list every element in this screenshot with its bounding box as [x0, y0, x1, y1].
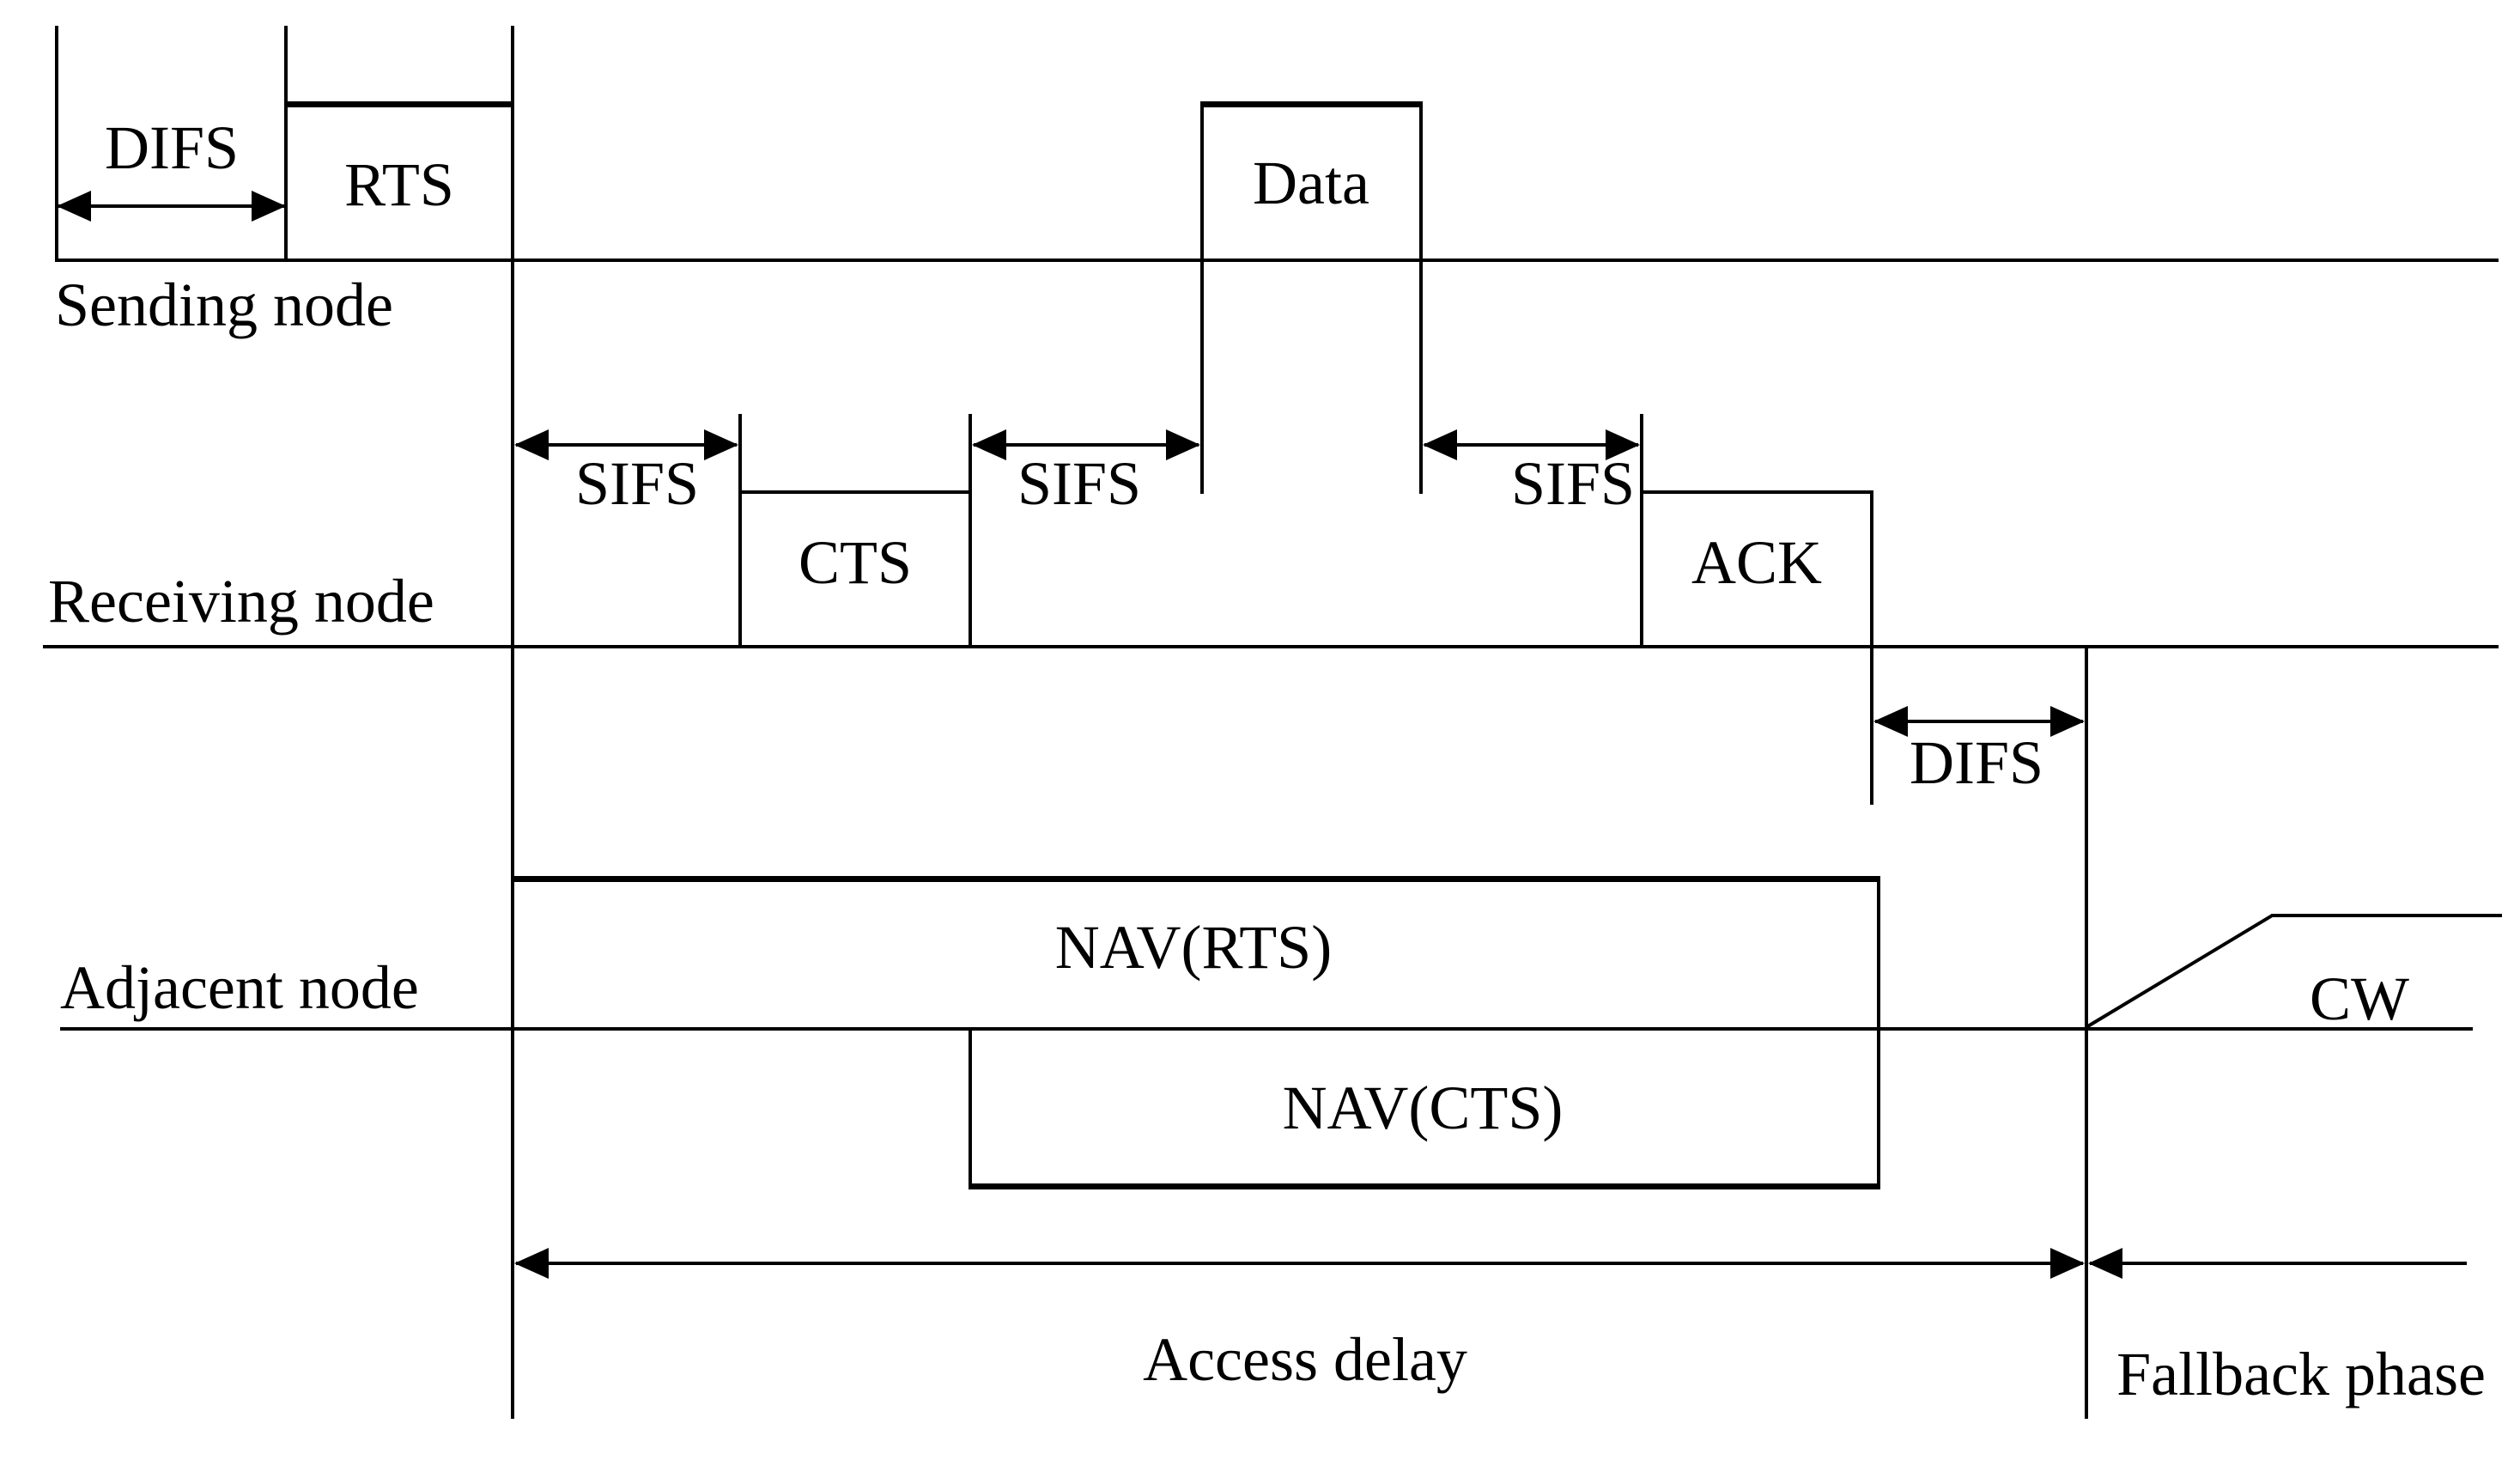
- difs-after-ack-label: DIFS: [1909, 728, 2044, 797]
- cts-left-edge: [738, 414, 742, 648]
- data-frame-label: Data: [1253, 149, 1369, 217]
- sifs-before-cts-arrow: [514, 429, 738, 460]
- arrow-right-head-icon: [704, 429, 738, 460]
- nav-rts-label: NAV(RTS): [1054, 913, 1333, 982]
- difs-start-line: [55, 26, 58, 262]
- fallback-phase-label: Fallback phase: [2116, 1340, 2486, 1408]
- contention-window-label: CW: [2310, 964, 2409, 1033]
- cts-right-edge: [969, 414, 972, 648]
- nav-cts-label: NAV(CTS): [1282, 1074, 1564, 1142]
- cw-top-line: [2271, 914, 2502, 917]
- rts-frame-label: RTS: [344, 150, 454, 219]
- ack-right-edge: [1870, 492, 1873, 805]
- arrow-left-head-icon: [972, 429, 1006, 460]
- arrow-right-head-icon: [252, 191, 286, 222]
- arrow-shaft: [1424, 443, 1638, 447]
- receiving-node-label: Receiving node: [48, 567, 434, 636]
- arrow-right-head-icon: [1166, 429, 1200, 460]
- arrow-left-head-icon: [514, 1248, 549, 1279]
- arrow-shaft: [2090, 1262, 2467, 1265]
- sifs-before-ack-label: SIFS: [1510, 449, 1636, 518]
- arrow-shaft: [1875, 720, 2083, 723]
- arrow-left-head-icon: [1873, 706, 1908, 737]
- cw-ramp-diagonal: [2085, 913, 2274, 1029]
- sifs-before-data-arrow: [972, 429, 1200, 460]
- arrow-right-head-icon: [2050, 706, 2085, 737]
- fallback-start-long-line: [2085, 645, 2088, 1419]
- arrow-left-head-icon: [514, 429, 549, 460]
- sifs-before-data-label: SIFS: [1017, 449, 1142, 518]
- adjacent-node-timeline: [60, 1027, 2473, 1031]
- data-left-edge: [1200, 104, 1204, 494]
- sending-node-label: Sending node: [55, 271, 393, 339]
- arrow-shaft: [516, 443, 737, 447]
- adjacent-node-label: Adjacent node: [60, 953, 419, 1022]
- rts-left-edge: [284, 26, 288, 262]
- access-delay-arrow: [514, 1248, 2085, 1279]
- arrow-shaft: [58, 204, 284, 208]
- data-right-edge: [1419, 104, 1423, 494]
- difs-initial-arrow: [57, 191, 286, 222]
- nav-rts-box: [511, 876, 1880, 1035]
- difs-after-ack-arrow: [1873, 706, 2085, 737]
- cts-frame-label: CTS: [798, 528, 913, 597]
- sending-node-timeline: [55, 259, 2499, 262]
- arrow-left-head-icon: [57, 191, 91, 222]
- ack-left-edge: [1640, 414, 1643, 648]
- receiving-node-timeline: [43, 645, 2499, 648]
- difs-initial-label: DIFS: [104, 113, 240, 182]
- access-delay-label: Access delay: [1143, 1325, 1467, 1394]
- ack-frame-label: ACK: [1691, 528, 1823, 597]
- sifs-before-cts-label: SIFS: [574, 449, 700, 518]
- rts-box-top-edge: [284, 101, 514, 107]
- cts-box-top-edge: [738, 490, 972, 494]
- arrow-right-head-icon: [2050, 1248, 2085, 1279]
- data-box-top-edge: [1200, 101, 1423, 107]
- nav-cts-box: [969, 1029, 1880, 1189]
- arrow-shaft: [516, 1262, 2083, 1265]
- sifs-before-ack-arrow: [1423, 429, 1640, 460]
- arrow-left-head-icon: [1423, 429, 1457, 460]
- rts-right-edge-long-line: [511, 26, 514, 1419]
- fallback-phase-arrow: [2088, 1248, 2468, 1279]
- arrow-shaft: [974, 443, 1199, 447]
- arrow-right-head-icon: [1606, 429, 1640, 460]
- arrow-left-head-icon: [2088, 1248, 2122, 1279]
- ack-box-top-edge: [1640, 490, 1873, 494]
